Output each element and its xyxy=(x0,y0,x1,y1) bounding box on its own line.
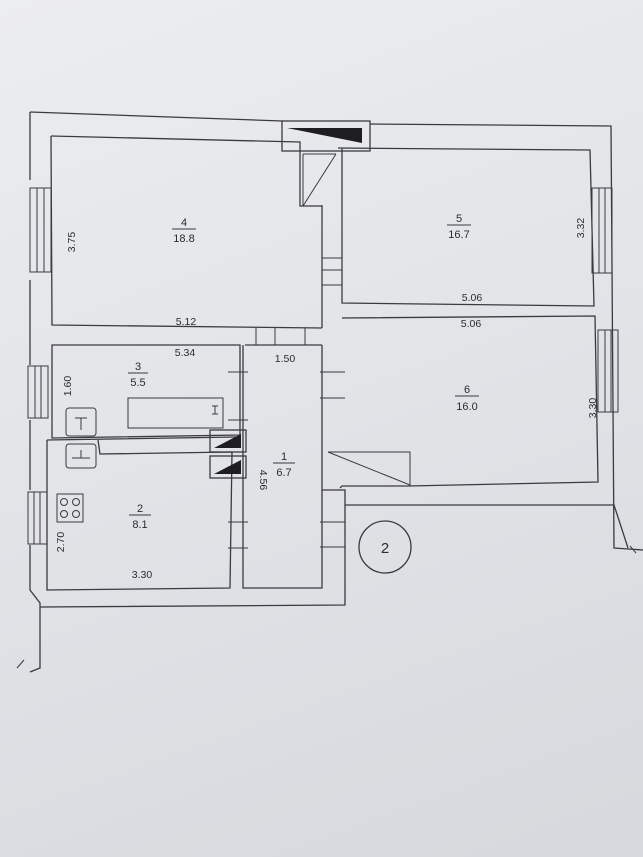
windows xyxy=(27,187,619,545)
room-3-number: 3 xyxy=(135,361,141,373)
room-1-area: 6.7 xyxy=(276,467,291,479)
room-4-area: 18.8 xyxy=(173,233,194,245)
room-4-number: 4 xyxy=(181,217,187,229)
room-6-number: 6 xyxy=(464,384,470,396)
room-4-height-dim: 3.75 xyxy=(66,232,78,253)
floor-marker-label: 2 xyxy=(381,540,389,557)
room-6-width-dim: 5.06 xyxy=(461,318,482,330)
doors xyxy=(228,153,411,549)
room-6-area: 16.0 xyxy=(456,401,477,413)
room-6-height-dim: 3.30 xyxy=(587,398,599,419)
room-2-area: 8.1 xyxy=(132,519,147,531)
room-2-number: 2 xyxy=(137,503,143,515)
room-5-number: 5 xyxy=(456,213,462,225)
room-5-width-dim: 5.06 xyxy=(462,292,483,304)
floor-marker: 2 xyxy=(358,520,412,574)
corridor-height-dim: 4.56 xyxy=(257,470,269,491)
room-2-height-dim: 2.70 xyxy=(55,532,67,553)
room-4-width-dim: 5.12 xyxy=(176,316,197,328)
room-3-height-dim: 1.60 xyxy=(62,376,74,397)
toilet-icon xyxy=(65,407,97,437)
room-3-width-dim: 5.34 xyxy=(175,347,196,359)
corridor-width-dim: 1.50 xyxy=(275,353,296,365)
stove-icon xyxy=(56,493,84,523)
room-5-area: 16.7 xyxy=(448,229,469,241)
room-5-height-dim: 3.32 xyxy=(575,218,587,239)
room-1-number: 1 xyxy=(281,451,287,463)
vent-shafts xyxy=(209,120,371,479)
bathtub-icon xyxy=(127,397,224,429)
fixtures xyxy=(56,397,224,523)
room-2-width-dim: 3.30 xyxy=(132,569,153,581)
sink-icon xyxy=(65,443,97,469)
outer-walls xyxy=(16,111,643,673)
dimension-labels: 3.75 5.12 3.32 5.06 5.06 3.30 5.34 1.60 … xyxy=(55,218,599,581)
room-labels: 4 18.8 5 16.7 3 5.5 6 16.0 1 6.7 2 8.1 xyxy=(128,213,479,531)
room-3-area: 5.5 xyxy=(130,377,145,389)
